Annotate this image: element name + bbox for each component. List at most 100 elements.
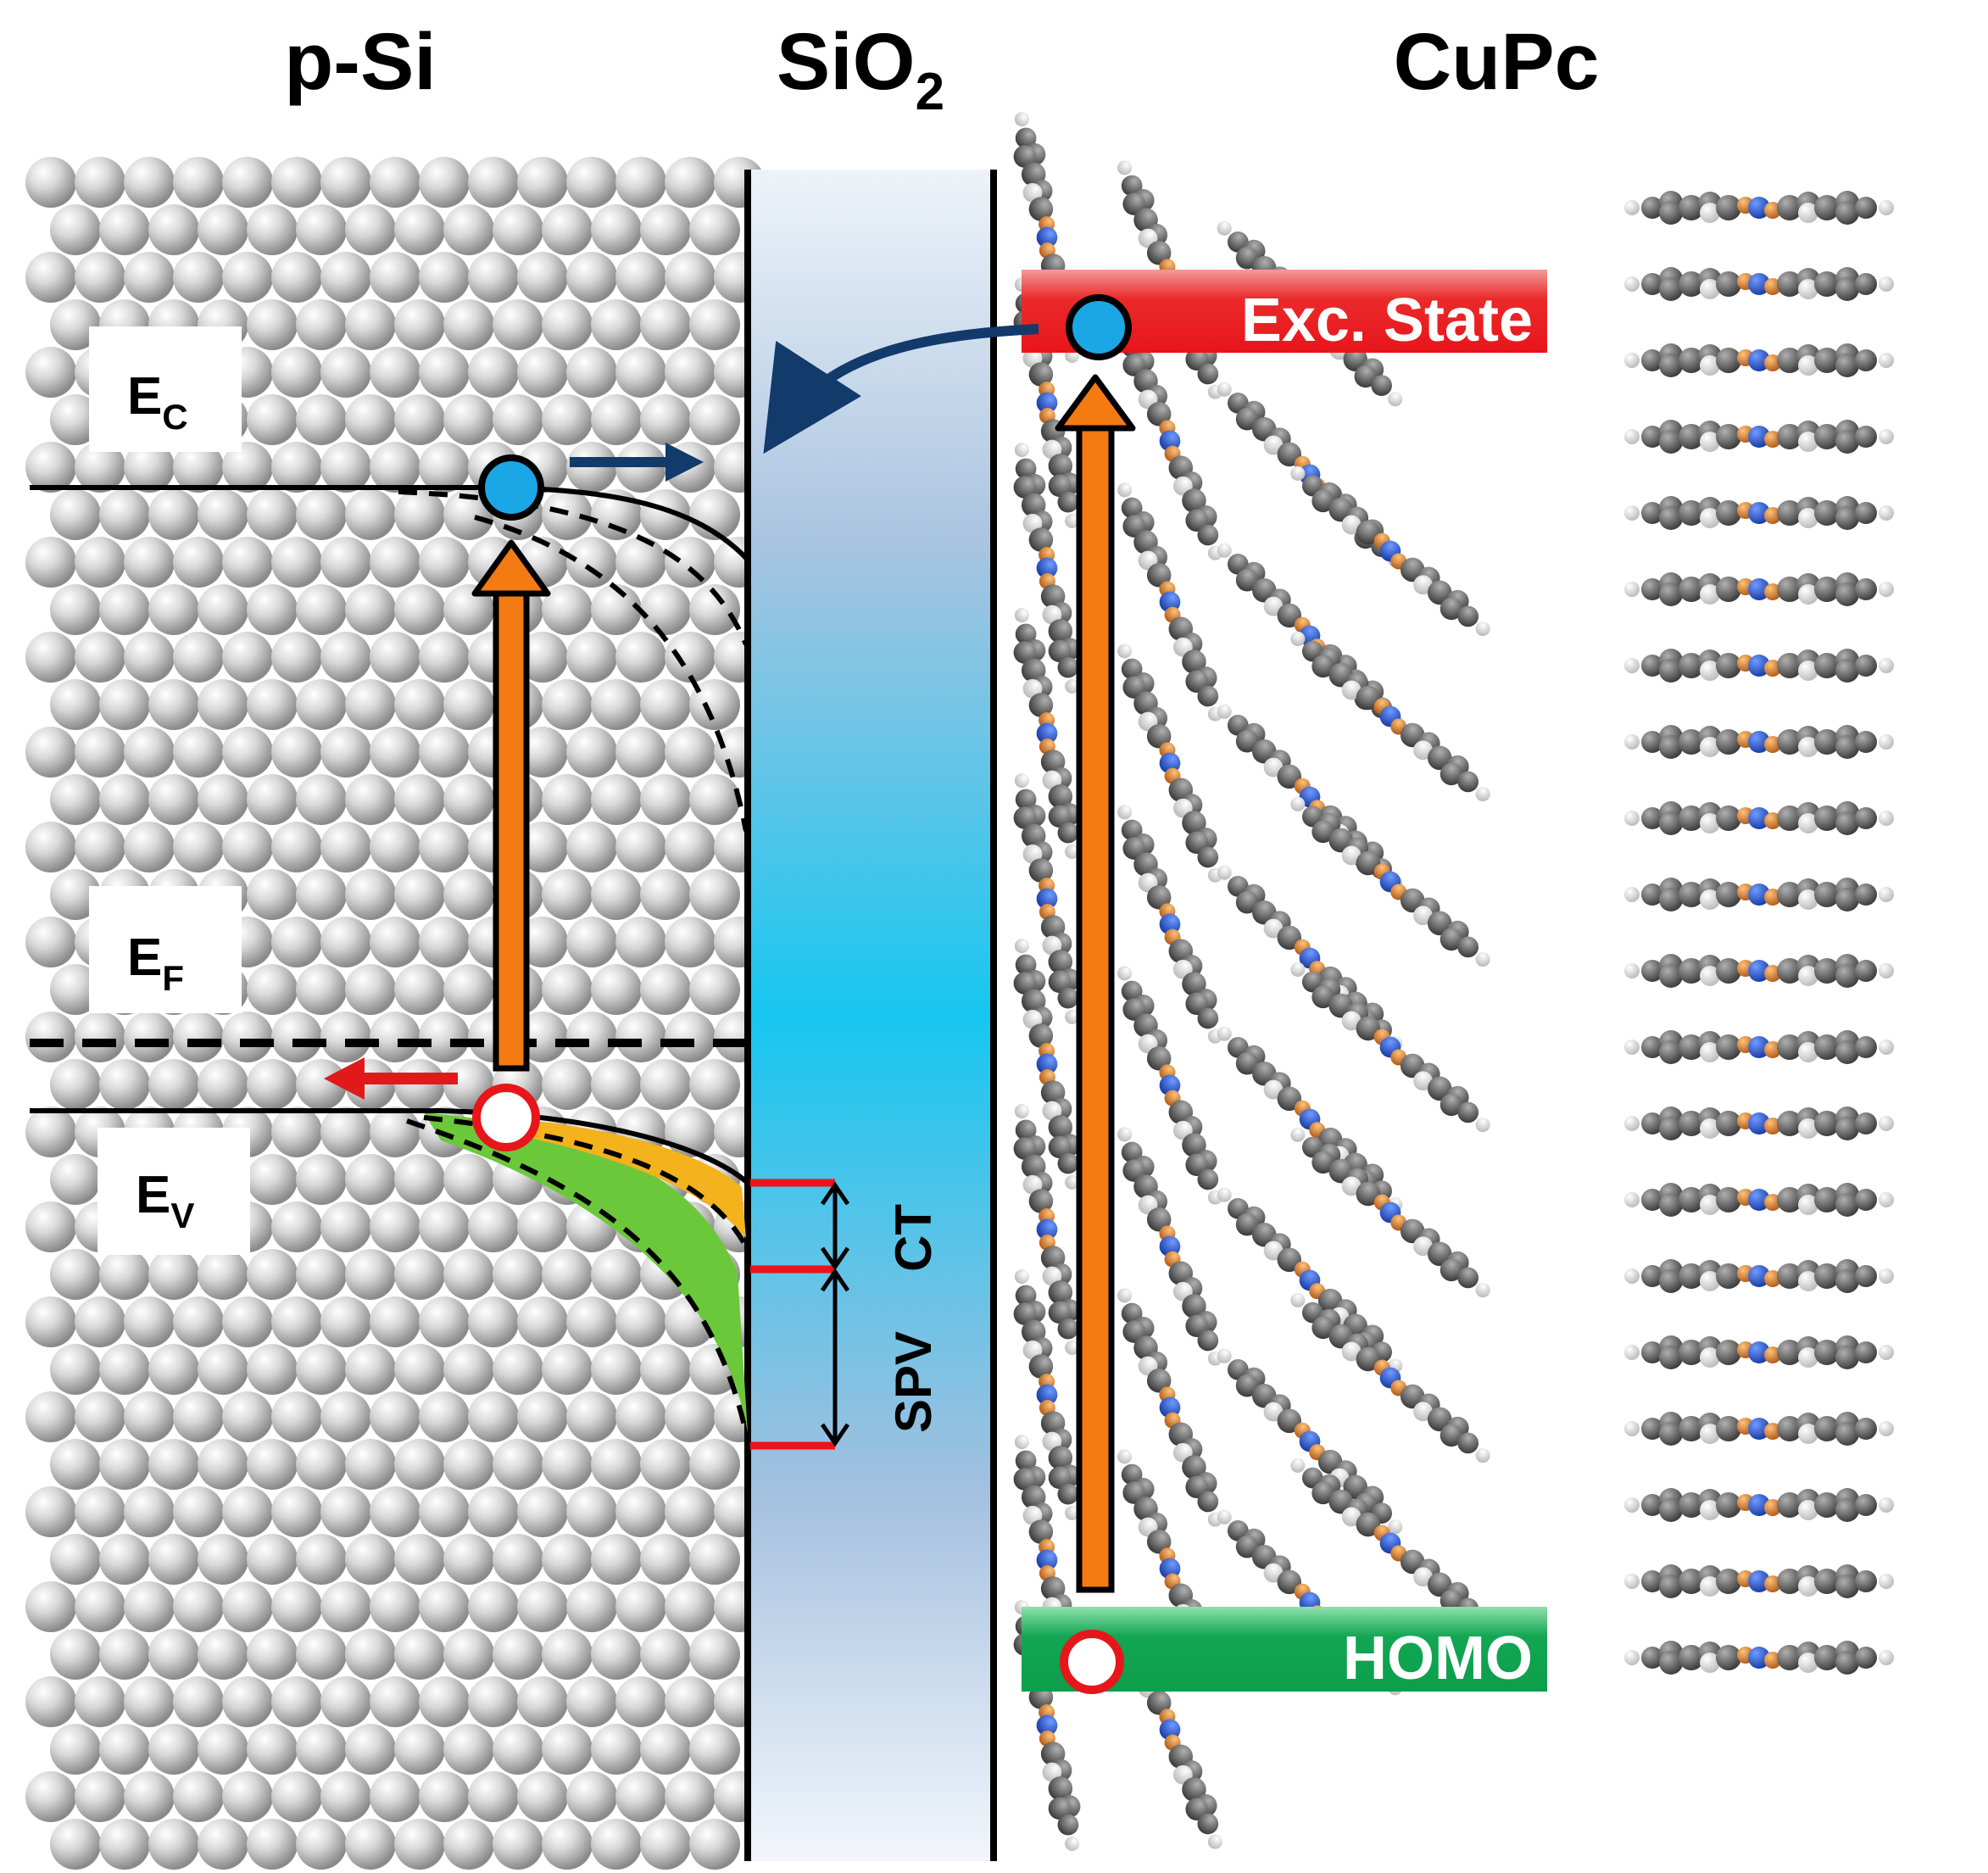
silicon-atom xyxy=(50,1534,101,1585)
silicon-atom xyxy=(615,1771,666,1822)
silicon-atom xyxy=(419,822,470,872)
silicon-atom xyxy=(173,1486,224,1537)
silicon-atom xyxy=(148,1534,199,1585)
silicon-atom xyxy=(542,299,593,350)
silicon-atom xyxy=(148,1059,199,1110)
silicon-atom xyxy=(99,1249,150,1300)
silicon-atom xyxy=(566,632,617,683)
svg-text:Exc. State: Exc. State xyxy=(1241,287,1533,354)
silicon-atom xyxy=(345,869,396,920)
silicon-atom xyxy=(198,1059,248,1110)
silicon-atom xyxy=(173,822,224,872)
silicon-atom xyxy=(566,1486,617,1537)
silicon-atom xyxy=(689,679,740,730)
spv-label: SPV xyxy=(885,1331,942,1433)
silicon-atom xyxy=(493,394,543,445)
silicon-atom xyxy=(50,204,101,255)
silicon-atom xyxy=(665,1486,716,1537)
silicon-atom xyxy=(689,204,740,255)
silicon-atom xyxy=(50,584,101,635)
silicon-atom xyxy=(468,1771,519,1822)
silicon-atom xyxy=(443,1249,494,1300)
silicon-atom xyxy=(394,1724,445,1775)
silicon-atom xyxy=(370,1391,420,1442)
silicon-atom xyxy=(345,1819,396,1870)
silicon-atom xyxy=(247,489,298,540)
silicon-atom xyxy=(640,1344,691,1395)
silicon-atom xyxy=(25,727,76,778)
silicon-atom xyxy=(517,1296,568,1347)
silicon-atom xyxy=(640,489,691,540)
silicon-atom xyxy=(493,1249,543,1300)
silicon-atom xyxy=(25,1771,76,1822)
silicon-atom xyxy=(25,1296,76,1347)
silicon-atom xyxy=(345,299,396,350)
silicon-atom xyxy=(665,727,716,778)
silicon-atom xyxy=(591,299,642,350)
cupc-molecule xyxy=(1624,572,1894,606)
cupc-molecule xyxy=(1624,191,1894,225)
silicon-atom xyxy=(468,1201,519,1252)
silicon-atom xyxy=(271,822,322,872)
silicon-atom xyxy=(124,1012,175,1062)
silicon-atom xyxy=(468,1676,519,1727)
silicon-atom xyxy=(222,537,273,588)
silicon-atom xyxy=(124,1676,175,1727)
silicon-atom xyxy=(566,347,617,398)
silicon-atom xyxy=(566,1391,617,1442)
silicon-atom xyxy=(566,822,617,872)
silicon-atom xyxy=(419,1296,470,1347)
silicon-atom xyxy=(394,774,445,825)
silicon-atom xyxy=(50,394,101,445)
silicon-atom xyxy=(75,822,125,872)
silicon-atom xyxy=(25,1012,76,1062)
silicon-atom xyxy=(296,204,347,255)
silicon-atom xyxy=(689,1629,740,1680)
silicon-atom xyxy=(615,632,666,683)
silicon-atom xyxy=(468,1296,519,1347)
silicon-atom xyxy=(615,1486,666,1537)
silicon-atom xyxy=(222,1676,273,1727)
silicon-atom xyxy=(271,442,322,493)
cupc-molecule xyxy=(1624,1259,1894,1293)
silicon-atom xyxy=(689,299,740,350)
silicon-atom xyxy=(271,1581,322,1632)
silicon-atom xyxy=(542,1724,593,1775)
silicon-atom xyxy=(640,964,691,1015)
silicon-atom xyxy=(493,1629,543,1680)
header-cupc: CuPc xyxy=(1394,17,1600,107)
svg-text:EV: EV xyxy=(136,1166,194,1235)
silicon-atom xyxy=(468,1391,519,1442)
svg-text:HOMO: HOMO xyxy=(1343,1625,1533,1692)
silicon-atom xyxy=(689,869,740,920)
spv-bracket xyxy=(750,1268,850,1450)
silicon-atom xyxy=(345,1249,396,1300)
silicon-atom xyxy=(591,1249,642,1300)
silicon-atom xyxy=(296,1724,347,1775)
silicon-atom xyxy=(615,347,666,398)
silicon-atom xyxy=(443,1439,494,1490)
silicon-atom xyxy=(493,1534,543,1585)
silicon-atom xyxy=(370,252,420,303)
silicon-atom xyxy=(148,1249,199,1300)
silicon-atom xyxy=(542,584,593,635)
cupc-molecule xyxy=(1624,343,1894,377)
silicon-atom xyxy=(419,1581,470,1632)
silicon-atom xyxy=(665,1581,716,1632)
silicon-atom xyxy=(345,584,396,635)
silicon-atom xyxy=(394,394,445,445)
silicon-atom xyxy=(591,204,642,255)
silicon-atom xyxy=(247,584,298,635)
silicon-atom xyxy=(345,679,396,730)
silicon-atom xyxy=(271,1676,322,1727)
silicon-atom xyxy=(247,1439,298,1490)
cupc-molecule xyxy=(1624,420,1894,454)
header-psi: p-Si xyxy=(284,17,436,107)
silicon-atom xyxy=(517,157,568,208)
silicon-atom xyxy=(443,1724,494,1775)
silicon-atom xyxy=(493,204,543,255)
cupc-molecule xyxy=(1624,801,1894,835)
silicon-atom xyxy=(566,1581,617,1632)
silicon-atom xyxy=(25,252,76,303)
